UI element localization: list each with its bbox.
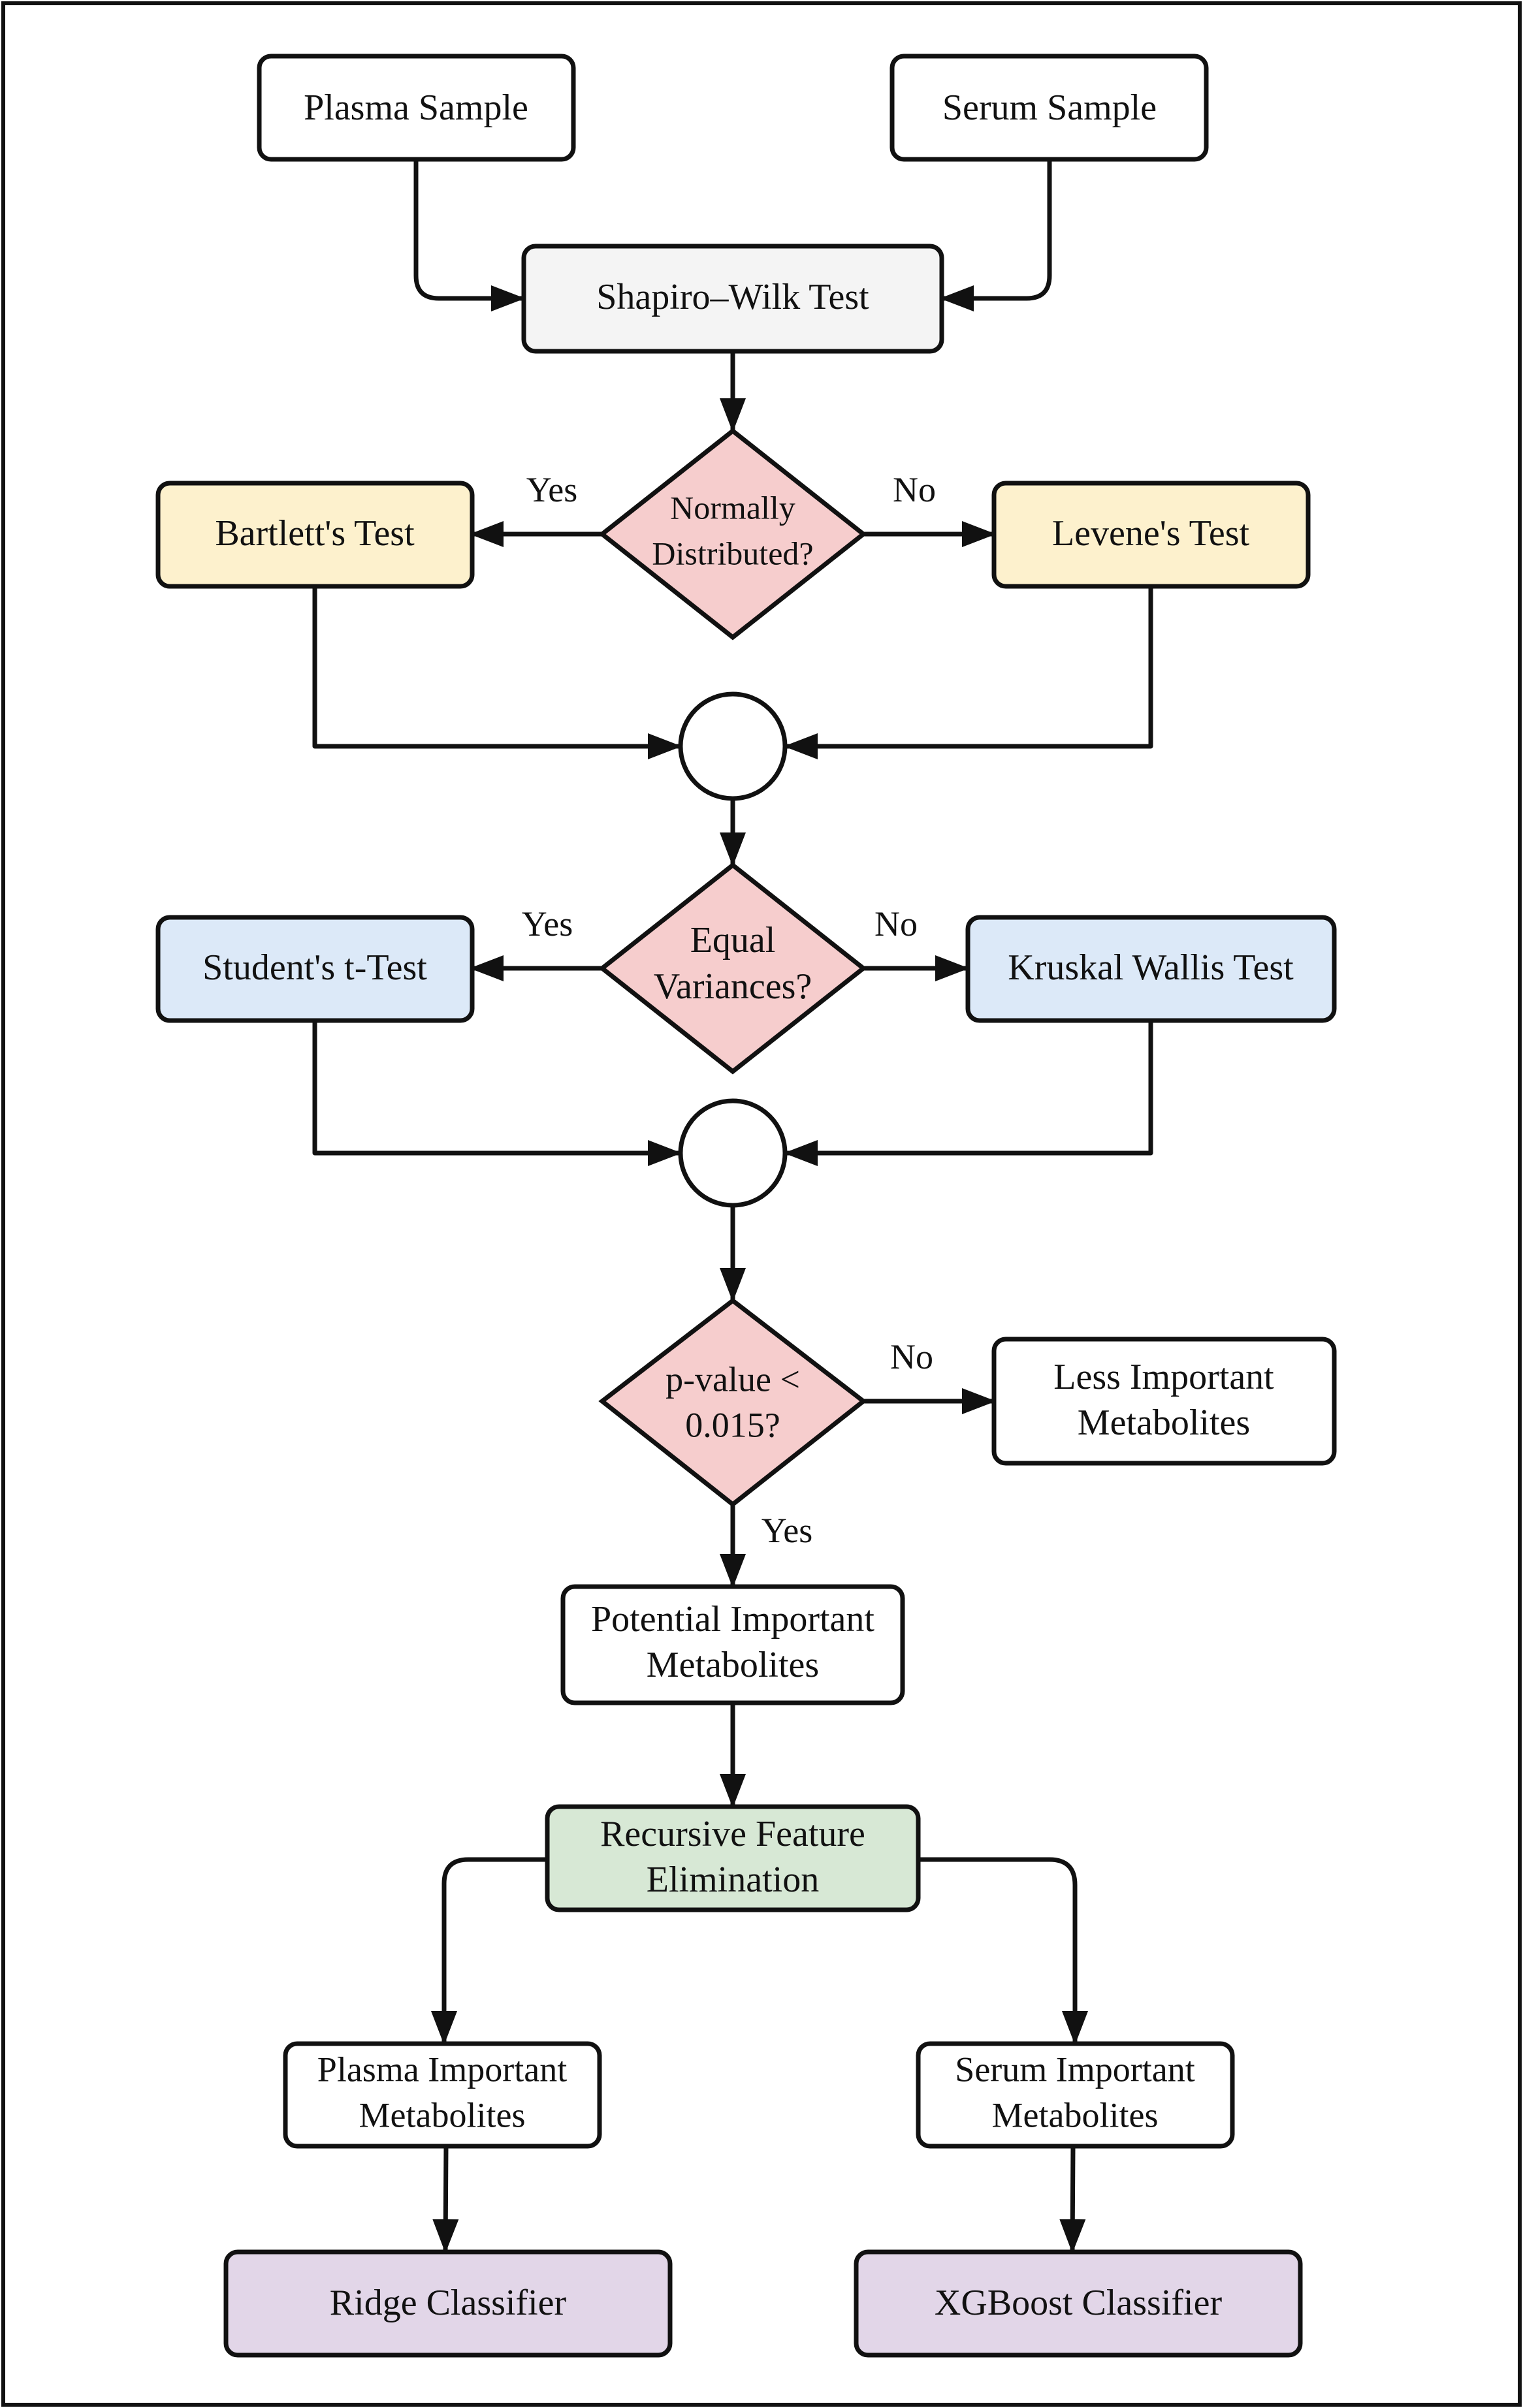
- p-value-line-2: 0.015?: [685, 1405, 780, 1444]
- levenes-test-label: Levene's Test: [1052, 513, 1250, 554]
- edge-plasma-to-shapiro: [413, 159, 525, 311]
- kruskal-wallis-test-box: Kruskal Wallis Test: [965, 915, 1337, 1023]
- edge-rfe-to-plasma-important: [431, 1857, 547, 2045]
- edge-plasma-important-to-ridge: [432, 2146, 459, 2253]
- edge-label-variance-yes: Yes: [522, 904, 573, 943]
- edge-label-pvalue-yes: Yes: [762, 1511, 813, 1550]
- shapiro-wilk-label: Shapiro–Wilk Test: [596, 277, 869, 317]
- connectors: [312, 159, 1153, 2253]
- bartletts-test-label: Bartlett's Test: [215, 513, 415, 554]
- edge-labels: Yes No Yes No No Yes: [522, 470, 936, 1550]
- edge-label-normal-yes: Yes: [526, 470, 578, 509]
- students-t-test-box: Student's t-Test: [155, 915, 475, 1023]
- less-important-line-1: Less Important: [1053, 1357, 1274, 1397]
- edge-bartlett-to-merge1: [312, 586, 682, 759]
- edge-rfe-to-serum-important: [918, 1857, 1088, 2045]
- edge-levene-to-merge1: [784, 586, 1153, 759]
- normally-distributed-line-1: Normally: [670, 489, 795, 526]
- xgboost-classifier-label: XGBoost Classifier: [935, 2283, 1223, 2323]
- rfe-line-1: Recursive Feature: [600, 1814, 865, 1854]
- edge-serum-to-shapiro: [940, 159, 1052, 311]
- merge-circle-2: [678, 1098, 788, 1208]
- serum-important-line-1: Serum Important: [955, 2050, 1194, 2089]
- serum-sample-label: Serum Sample: [942, 87, 1157, 128]
- nodes: Plasma Sample Serum Sample Shapiro–Wilk …: [155, 54, 1337, 2358]
- edge-label-pvalue-no: No: [890, 1337, 933, 1376]
- plasma-sample-label: Plasma Sample: [304, 87, 528, 128]
- ridge-classifier-box: Ridge Classifier: [223, 2249, 673, 2358]
- levenes-test-box: Levene's Test: [991, 481, 1311, 589]
- potential-important-box: Potential Important Metabolites: [560, 1584, 905, 1705]
- plasma-important-box: Plasma Important Metabolites: [283, 2041, 602, 2149]
- potential-important-line-1: Potential Important: [591, 1599, 874, 1640]
- ridge-classifier-label: Ridge Classifier: [330, 2283, 567, 2323]
- equal-variances-line-2: Variances?: [654, 966, 812, 1007]
- normally-distributed-line-2: Distributed?: [652, 535, 813, 571]
- plasma-important-line-1: Plasma Important: [317, 2050, 567, 2089]
- equal-variances-line-1: Equal: [690, 920, 776, 960]
- merge-circle-1: [678, 691, 788, 801]
- edge-label-normal-no: No: [893, 470, 936, 509]
- serum-important-box: Serum Important Metabolites: [916, 2041, 1235, 2149]
- edge-kruskal-to-merge2: [784, 1021, 1153, 1166]
- serum-important-line-2: Metabolites: [992, 2095, 1159, 2134]
- kruskal-wallis-test-label: Kruskal Wallis Test: [1008, 947, 1294, 988]
- students-t-test-label: Student's t-Test: [202, 947, 427, 988]
- shapiro-wilk-box: Shapiro–Wilk Test: [521, 244, 944, 354]
- plasma-sample-box: Plasma Sample: [257, 54, 576, 162]
- p-value-diamond: p-value < 0.015?: [598, 1297, 867, 1508]
- equal-variances-diamond: Equal Variances?: [598, 862, 867, 1075]
- p-value-line-1: p-value <: [665, 1359, 800, 1399]
- xgboost-classifier-box: XGBoost Classifier: [854, 2249, 1303, 2358]
- normally-distributed-diamond: Normally Distributed?: [598, 428, 867, 641]
- recursive-feature-elimination-box: Recursive Feature Elimination: [545, 1804, 921, 1912]
- less-important-line-2: Metabolites: [1078, 1402, 1250, 1443]
- edge-students-to-merge2: [312, 1021, 682, 1166]
- plasma-important-line-2: Metabolites: [359, 2095, 526, 2134]
- serum-sample-box: Serum Sample: [890, 54, 1209, 162]
- less-important-box: Less Important Metabolites: [991, 1337, 1337, 1466]
- potential-important-line-2: Metabolites: [647, 1645, 819, 1685]
- edge-serum-important-to-xgboost: [1059, 2146, 1086, 2253]
- edge-label-variance-no: No: [874, 904, 918, 943]
- rfe-line-2: Elimination: [647, 1860, 819, 1900]
- bartletts-test-box: Bartlett's Test: [155, 481, 475, 589]
